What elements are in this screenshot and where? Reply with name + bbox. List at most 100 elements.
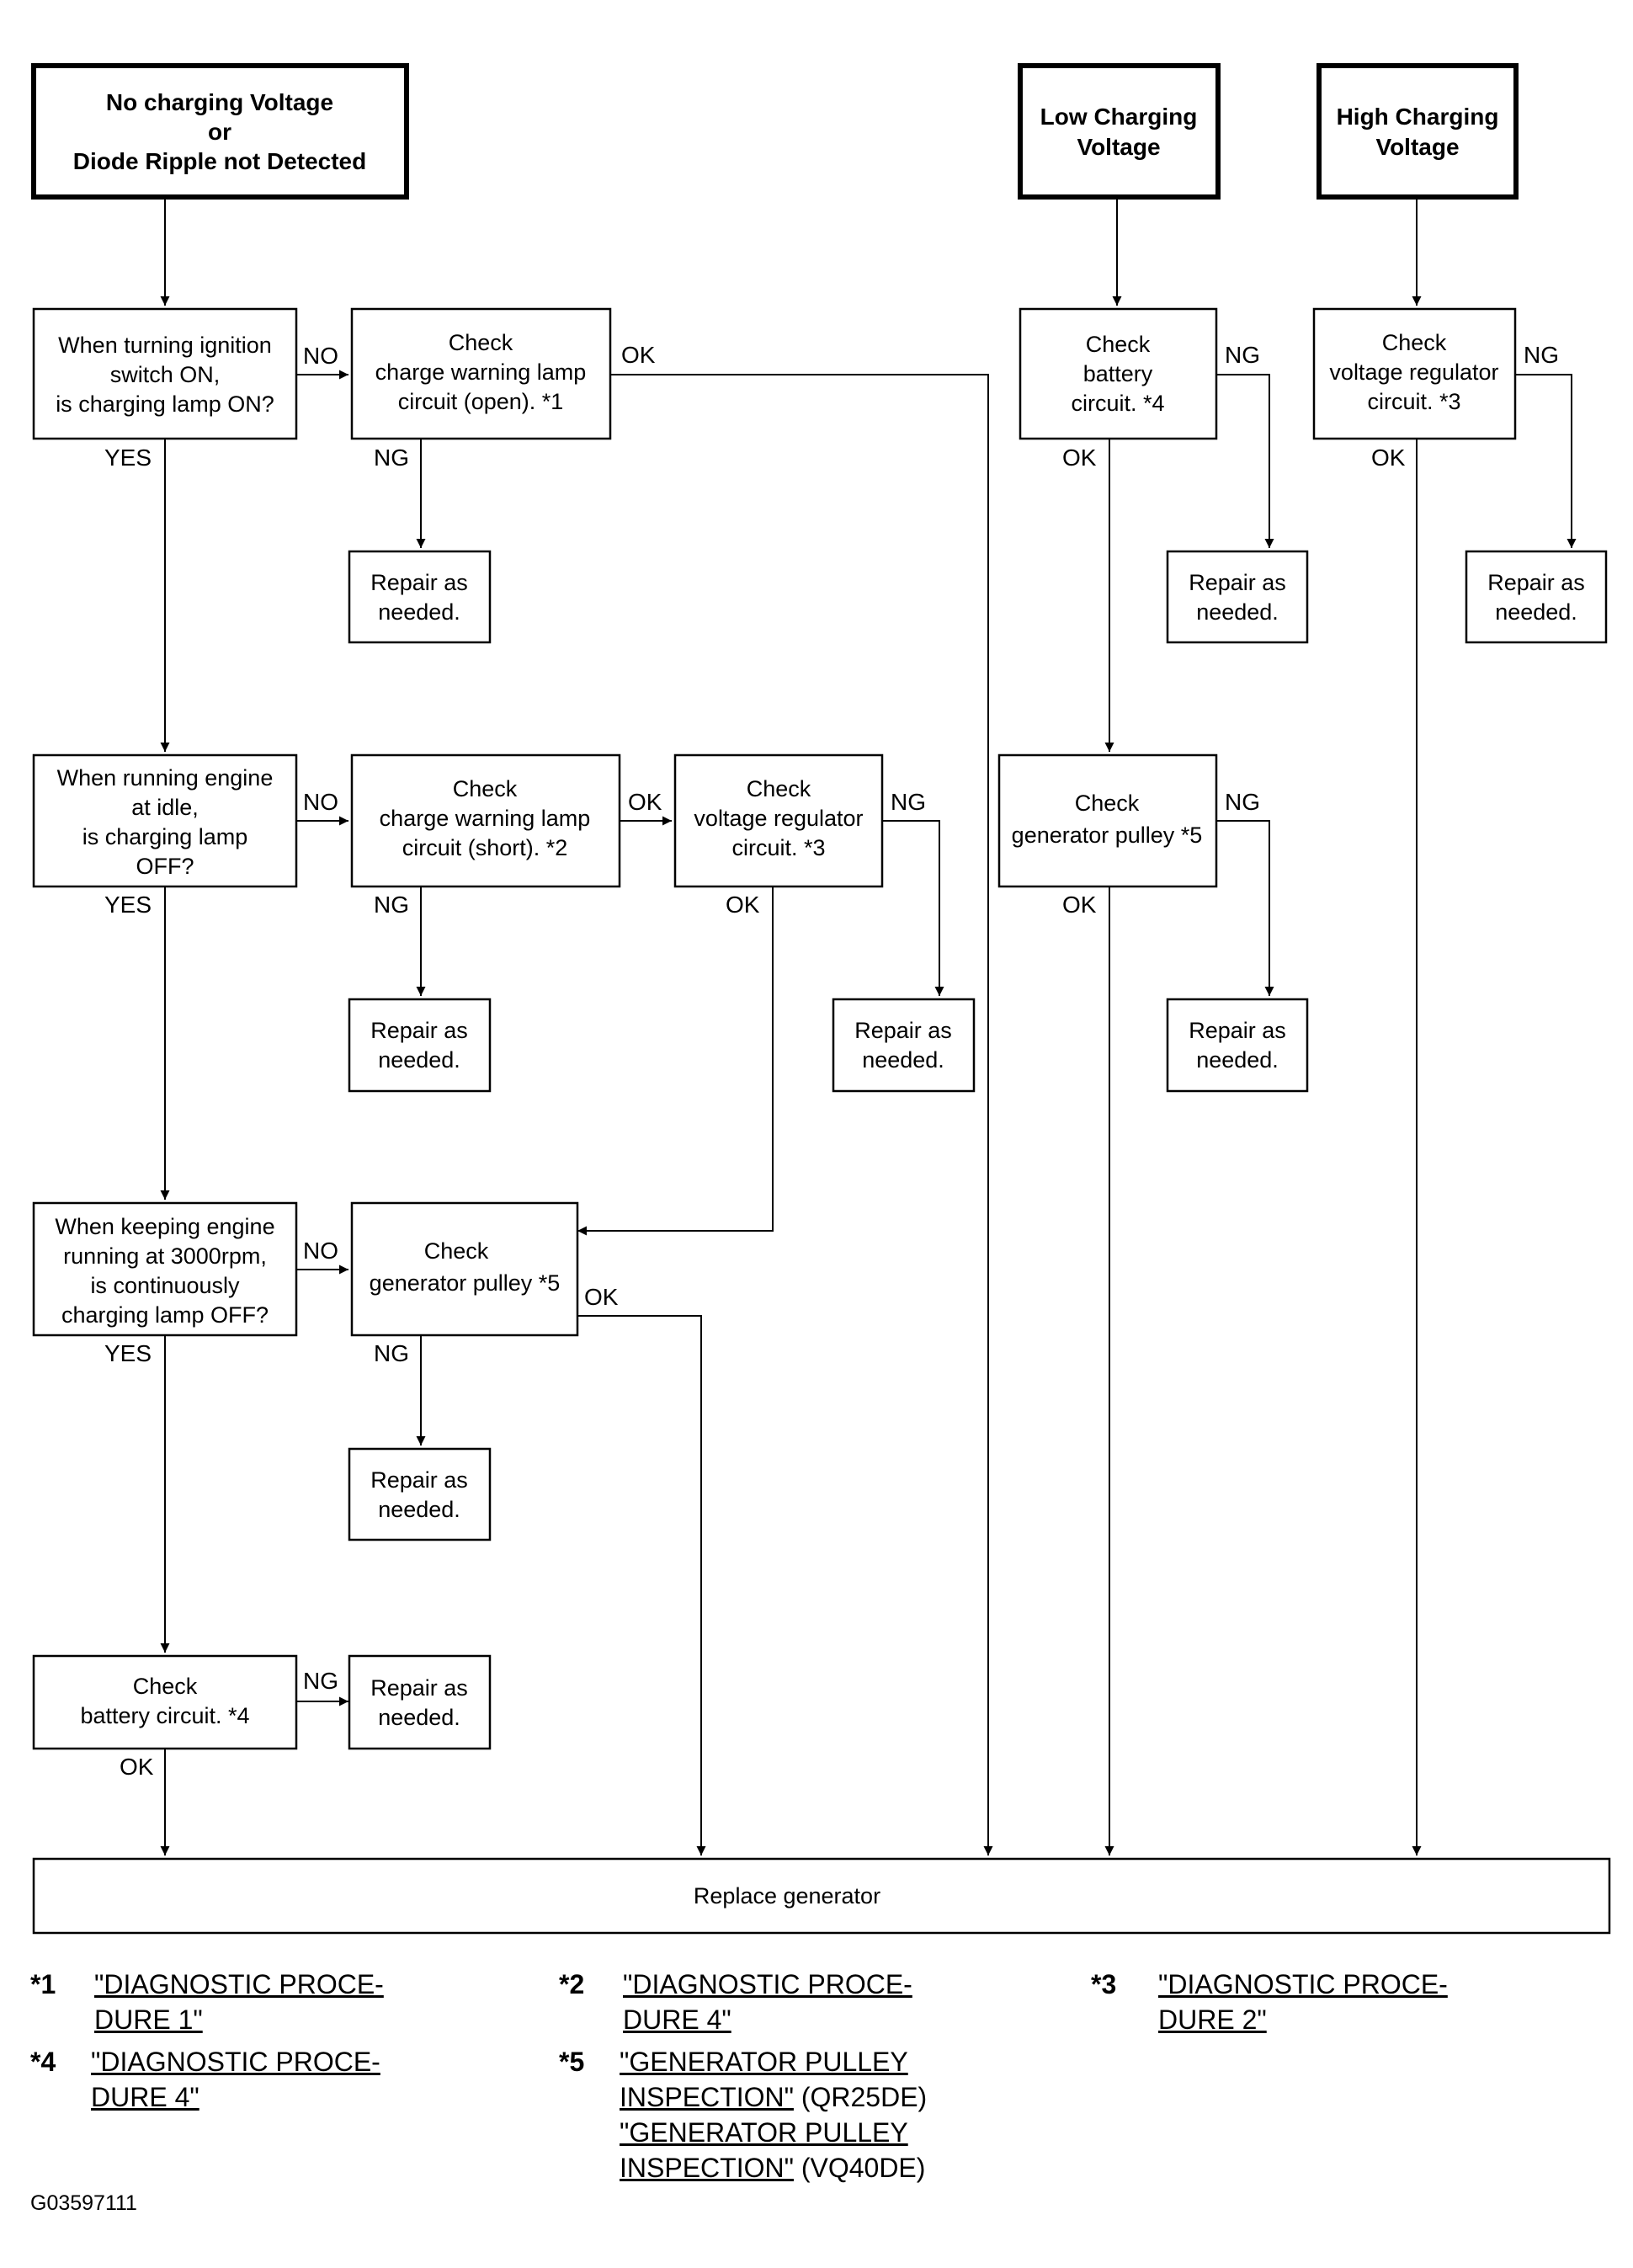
footnote-1: *1 "DIAGNOSTIC PROCE- DURE 1" [30,1967,468,2037]
arrow-c3-to-c4 [577,886,774,1236]
footnote-1-mark: *1 [30,1969,56,1999]
start-no-charge-line-2: or [208,119,231,145]
footnote-5-engine-1: (QR25DE) [793,2082,928,2112]
decision-3000rpm-line-2: running at 3000rpm, [63,1243,267,1269]
repair-box-2: Repair as needed. [348,998,492,1093]
footnote-5-engine-2: (VQ40DE) [793,2153,926,2183]
start-no-charge-line-1: No charging Voltage [106,89,333,115]
check-short-line-2: charge warning lamp [380,806,591,831]
label-ng-lc2: NG [1225,789,1260,815]
footnote-5-line-1[interactable]: "GENERATOR PULLEY [620,2047,908,2077]
check-open-line-2: charge warning lamp [375,359,587,385]
repair-box-high-1: Repair as needed. [1465,550,1608,644]
label-ok-c3: OK [726,892,760,918]
decision-ignition-line-1: When turning ignition [58,333,272,358]
start-low-charging-voltage: Low Charging Voltage [1018,63,1221,200]
footnote-3: *3 "DIAGNOSTIC PROCE-DURE 2" [1091,1967,1529,2037]
check-battery-line-1: Check [133,1674,198,1699]
arrow-c1-to-replace [610,374,993,1855]
arrow-lc2-to-repair [1216,820,1274,996]
footnote-2-line-2[interactable]: DURE 4" [623,2004,731,2035]
label-yes-q3: YES [104,1340,152,1366]
start-low-line-1: Low Charging [1040,104,1198,130]
decision-3000rpm-line-1: When keeping engine [55,1214,274,1239]
footnote-4-link[interactable]: "DIAGNOSTIC PROCE- DURE 4" [91,2044,380,2115]
check-regulator-high-line-1: Check [1382,330,1447,355]
footnote-4-mark: *4 [30,2047,56,2077]
check-pulley-line-1: Check [424,1238,489,1264]
repair-low-1-line-1: Repair as [1189,570,1286,595]
footnote-5-line-2[interactable]: INSPECTION" [620,2082,794,2112]
label-ng-lc1: NG [1225,342,1260,368]
start-no-charging-voltage: No charging Voltage or Diode Ripple not … [31,63,409,200]
check-open-line-1: Check [449,330,513,355]
start-low-line-2: Voltage [1077,134,1160,160]
footnote-1-line-1[interactable]: "DIAGNOSTIC PROCE- [94,1969,384,1999]
footnote-5-link[interactable]: "GENERATOR PULLEY INSPECTION" (QR25DE) "GE… [620,2044,927,2185]
footnote-3-link[interactable]: "DIAGNOSTIC PROCE- DURE 2" [1158,1967,1448,2037]
label-ng-c4: NG [374,1340,409,1366]
repair-low-1-line-2: needed. [1196,599,1279,625]
repair-low-2-line-2: needed. [1196,1047,1279,1073]
decision-3000rpm-line-4: charging lamp OFF? [61,1302,269,1328]
repair-5-line-1: Repair as [370,1675,468,1701]
footnote-4: *4 "DIAGNOSTIC PROCE- DURE 4" [30,2044,468,2115]
label-yes-q1: YES [104,445,152,471]
check-regulator-line-3: circuit. *3 [731,835,825,860]
repair-box-1: Repair as needed. [348,550,492,644]
check-short-line-1: Check [453,776,518,801]
check-regulator-high-line-3: circuit. *3 [1367,389,1460,414]
start-high-charging-voltage: High Charging Voltage [1317,63,1519,200]
start-no-charge-line-3: Diode Ripple not Detected [73,148,366,174]
check-open-line-3: circuit (open). *1 [398,389,564,414]
check-pulley-low-line-1: Check [1075,791,1140,816]
repair-4-line-2: needed. [378,1497,460,1522]
decision-ignition-on: When turning ignition switch ON, is char… [32,307,298,440]
repair-box-5: Repair as needed. [348,1654,492,1750]
arrow-hc1-to-repair [1515,374,1577,548]
footnote-4-line-1[interactable]: "DIAGNOSTIC PROCE- [91,2047,380,2077]
footnote-2-line-1[interactable]: "DIAGNOSTIC PROCE- [623,1969,912,1999]
footnote-5-line-4[interactable]: INSPECTION" [620,2153,794,2183]
check-generator-pulley: Check generator pulley *5 [350,1201,579,1337]
decision-3000rpm-lamp-off: When keeping engine running at 3000rpm, … [32,1201,298,1337]
label-ok-c2: OK [628,789,662,815]
repair-box-low-1: Repair as needed. [1166,550,1309,644]
check-battery-low-line-1: Check [1086,332,1151,357]
check-voltage-regulator: Check voltage regulator circuit. *3 [673,753,884,888]
footnote-3-line-2[interactable]: DURE 2" [1158,2004,1267,2035]
label-ok-lc1: OK [1062,445,1097,471]
repair-5-line-2: needed. [378,1705,460,1730]
label-ok-lc2: OK [1062,892,1097,918]
check-pulley-low-line-2: generator pulley *5 [1012,823,1203,848]
label-no-q1: NO [303,343,338,369]
check-battery-circuit: Check battery circuit. *4 [32,1654,298,1750]
decision-idle-line-1: When running engine [57,765,274,791]
check-battery-low-line-2: battery [1083,361,1153,386]
footnote-4-line-2[interactable]: DURE 4" [91,2082,199,2112]
check-regulator-line-1: Check [747,776,811,801]
check-regulator-line-2: voltage regulator [694,806,863,831]
footnote-1-line-2[interactable]: DURE 1" [94,2004,203,2035]
label-ok-hc1: OK [1371,445,1406,471]
repair-1-line-1: Repair as [370,570,468,595]
label-ng-hc1: NG [1524,342,1559,368]
check-regulator-high-line-2: voltage regulator [1329,359,1498,385]
repair-3-line-2: needed. [862,1047,944,1073]
branch-labels: NO OK YES NG NG OK NG OK NO OK NG NG YES… [104,342,1559,1780]
footnote-1-link[interactable]: "DIAGNOSTIC PROCE- DURE 1" [94,1967,384,2037]
footnote-5-mark: *5 [559,2047,585,2077]
connectors [160,197,1577,1855]
label-ng-c2: NG [374,892,409,918]
footnote-3-line-1[interactable]: "DIAGNOSTIC PROCE- [1158,1969,1448,1999]
footnote-5-line-3[interactable]: "GENERATOR PULLEY [620,2117,908,2148]
repair-1-line-2: needed. [378,599,460,625]
footnote-2-link[interactable]: "DIAGNOSTIC PROCE- DURE 4" [623,1967,912,2037]
repair-low-2-line-1: Repair as [1189,1018,1286,1043]
label-ok-c4: OK [584,1284,619,1310]
arrow-c4-to-replace [577,1315,706,1855]
repair-high-1-line-2: needed. [1495,599,1577,625]
label-ng-c1: NG [374,445,409,471]
decision-ignition-line-3: is charging lamp ON? [56,391,274,417]
